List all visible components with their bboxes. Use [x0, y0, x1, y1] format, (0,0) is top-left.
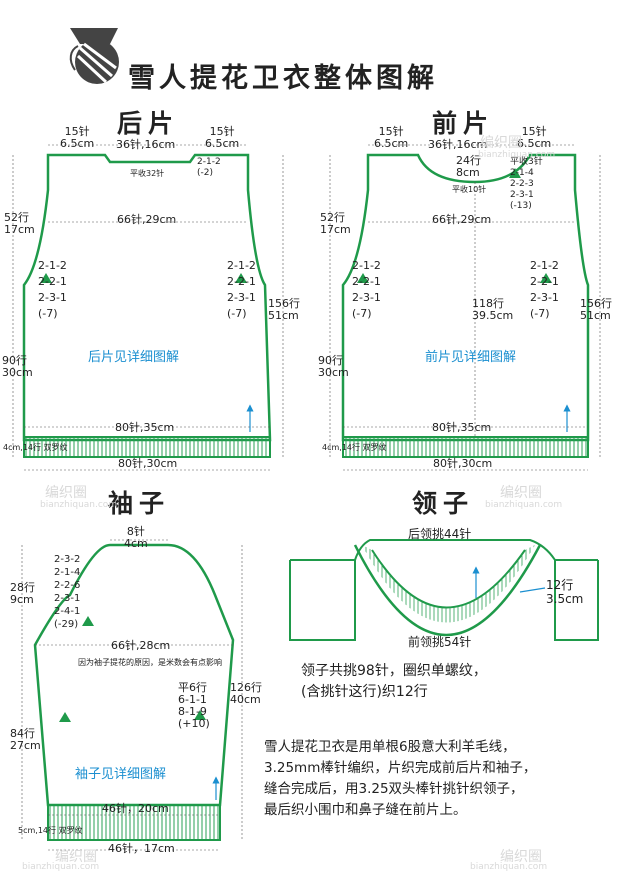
- sleeve-cast-on-label: 46针，17cm: [108, 842, 175, 855]
- sleeve-top-label: 8针 4cm: [124, 525, 148, 550]
- back-neck-flat-label: 平收32针: [130, 169, 165, 178]
- decrease-marker-front-left: [357, 273, 369, 283]
- back-detail-note: 后片见详细图解: [88, 350, 180, 365]
- collar-back-pick-label: 后领挑44针: [408, 527, 472, 541]
- back-neck-label: 36针,16cm: [116, 138, 176, 151]
- front-shoulder-left-label: 15针 6.5cm: [374, 125, 409, 150]
- front-rib-label: 4cm,14行 双罗纹: [322, 443, 387, 452]
- front-cast-on-label: 80针,30cm: [433, 457, 493, 470]
- front-armhole-decrease-right: 2-1-2 2-2-1 2-3-1 (-7): [530, 259, 559, 320]
- sleeve-rib-label: 5cm,14行 双罗纹: [18, 826, 83, 835]
- watermark-site-4: bianzhiquan.com: [22, 862, 100, 872]
- back-hem-width-label: 80针,35cm: [115, 421, 175, 434]
- back-armhole-height-label: 52行 17cm: [4, 211, 35, 236]
- sleeve-width-note: 因为袖子提花的原因，是米数会有点影响: [78, 658, 222, 667]
- sleeve-cuff-width-label: 46针，20cm: [102, 802, 169, 815]
- sleeve-header: 袖子: [108, 489, 171, 518]
- front-rib: [342, 436, 589, 458]
- decrease-marker-sleeve-cap: [82, 616, 94, 626]
- watermark-site-1: bianzhiquan.com: [478, 150, 556, 160]
- front-armhole-height-label: 52行 17cm: [320, 211, 351, 236]
- front-total-height-label: 156行 51cm: [580, 297, 612, 322]
- back-rib-label: 4cm,14行 双罗纹: [3, 443, 68, 452]
- back-cast-on-label: 80针,30cm: [118, 457, 178, 470]
- decrease-marker-back-left: [40, 273, 52, 283]
- sleeve-cap-decrease-label: 2-3-2 2-1-4 2-2-6 2-3-1 2-4-1 (-29): [54, 554, 81, 630]
- back-chest-width-label: 66针,29cm: [117, 213, 177, 226]
- watermark-brand-3: 编织圈: [500, 485, 542, 501]
- collar-height-label: 12行 3.5cm: [546, 578, 584, 606]
- front-shoulder-right-label: 15针 6.5cm: [517, 125, 552, 150]
- increase-marker-sleeve-left: [59, 712, 71, 722]
- watermark-site-2: bianzhiquan.com: [40, 500, 118, 510]
- back-neck-decrease-label: 2-1-2 (-2): [197, 157, 221, 178]
- front-panel-header: 前片: [432, 109, 495, 138]
- front-neck-flat-label: 平收10针: [452, 185, 487, 194]
- decrease-marker-front-neck: [509, 168, 521, 178]
- front-body-height-label: 90行 30cm: [318, 354, 349, 379]
- watermark-brand-4: 编织圈: [55, 849, 97, 865]
- watermark-brand-1: 编织圈: [480, 135, 522, 151]
- back-armhole-decrease-left: 2-1-2 2-2-1 2-3-1 (-7): [38, 259, 67, 320]
- decrease-marker-back-right: [235, 273, 247, 283]
- front-neck-label: 36针,16cm: [428, 138, 488, 151]
- direction-arrows: [212, 404, 571, 800]
- back-panel-header: 后片: [117, 109, 180, 138]
- sleeve-cuff: [47, 804, 221, 841]
- collar-header: 领子: [412, 489, 475, 518]
- watermark-site-5: bianzhiquan.com: [470, 862, 548, 872]
- pattern-description: 雪人提花卫衣是用单根6股意大利羊毛线， 3.25mm棒针编织，片织完成前后片和袖…: [264, 739, 537, 818]
- sleeve-increase-label: 平6行 6-1-1 8-1-9 (+10): [178, 681, 210, 730]
- collar-drawing: [289, 539, 599, 641]
- dimension-lines: [12, 144, 601, 851]
- back-body-height-label: 90行 30cm: [2, 354, 33, 379]
- watermark-brand-5: 编织圈: [500, 849, 542, 865]
- front-panel-outline: [341, 153, 590, 442]
- back-rib: [23, 436, 271, 458]
- front-hem-width-label: 80针,35cm: [432, 421, 492, 434]
- page-title: 雪人提花卫衣整体图解: [128, 63, 438, 94]
- front-neck-depth-label: 24行 8cm: [456, 154, 481, 179]
- increase-marker-sleeve-right: [194, 710, 206, 720]
- front-chest-width-label: 66针,29cm: [432, 213, 492, 226]
- watermark-site-3: bianzhiquan.com: [485, 500, 563, 510]
- front-mid-height-label: 118行 39.5cm: [472, 297, 514, 322]
- front-neck-decrease-label: 平收3针 2-1-4 2-2-3 2-3-1 (-13): [510, 157, 543, 211]
- sleeve-length-label: 126行 40cm: [230, 681, 262, 706]
- back-shoulder-left-label: 15针 6.5cm: [60, 125, 95, 150]
- back-armhole-decrease-right: 2-1-2 2-2-1 2-3-1 (-7): [227, 259, 256, 320]
- front-armhole-decrease-left: 2-1-2 2-2-1 2-3-1 (-7): [352, 259, 381, 320]
- sleeve-cap-height-label: 28行 9cm: [10, 581, 35, 606]
- sleeve-outline: [33, 543, 235, 807]
- sleeve-width-label: 66针,28cm: [111, 639, 171, 652]
- back-shoulder-right-label: 15针 6.5cm: [205, 125, 240, 150]
- yarn-logo-icon: [69, 28, 119, 84]
- sleeve-lower-height-label: 84行 27cm: [10, 727, 41, 752]
- watermark-brand-2: 编织圈: [45, 485, 87, 501]
- back-panel-outline: [22, 153, 272, 442]
- sleeve-detail-note: 袖子见详细图解: [75, 767, 167, 782]
- collar-front-pick-label: 前领挑54针: [408, 635, 472, 649]
- front-detail-note: 前片见详细图解: [425, 350, 517, 365]
- collar-summary: 领子共挑98针，圈织单螺纹， (含挑针这行)织12行: [301, 663, 487, 700]
- back-total-height-label: 156行 51cm: [268, 297, 300, 322]
- decrease-marker-front-right: [540, 273, 552, 283]
